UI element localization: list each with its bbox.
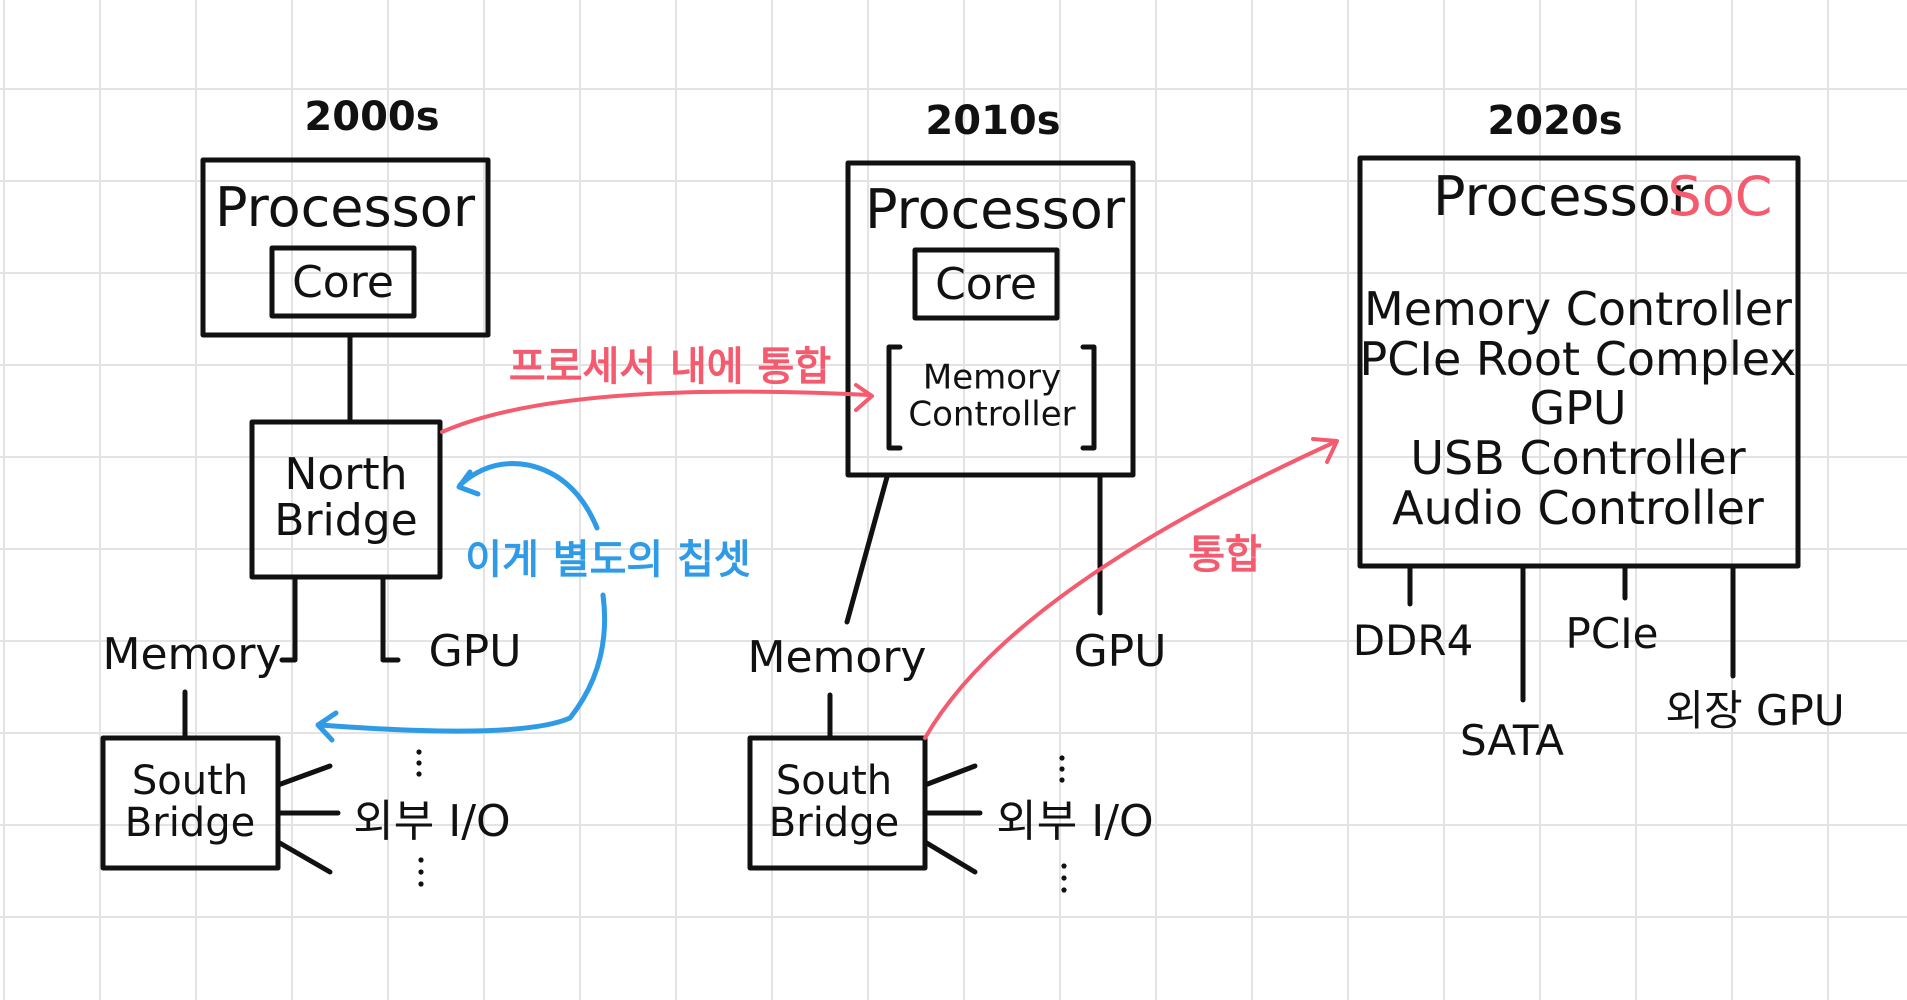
io-dots-2000s-bottom	[418, 857, 424, 863]
arrow-chipset-to-northbridge	[457, 461, 600, 531]
soc-label: SoC	[1667, 165, 1773, 228]
io-label-2000s: 외부 I/O	[353, 796, 511, 847]
year-2020s: 2020s	[1487, 98, 1623, 144]
memory-controller-label-2010s: Memory Controller	[908, 357, 1076, 435]
arrow-northbridge-to-memory-controller	[440, 389, 872, 434]
io-dots-2010s-top	[1059, 755, 1065, 761]
south-bridge-box-2000s	[100, 735, 281, 871]
io-line-2010s-3	[922, 839, 978, 875]
link-northbridge-gpu	[380, 574, 401, 663]
soc-box-2020s	[1357, 155, 1801, 569]
processor-box-2010s	[845, 160, 1136, 478]
memory-label-2010s: Memory	[747, 632, 927, 683]
pcie-label: PCIe	[1565, 609, 1659, 658]
link-processor-memory-2010s	[844, 474, 890, 625]
arrow-southbridge-to-soc	[923, 440, 1337, 740]
south-bridge-label-2000s: South Bridge	[124, 758, 256, 846]
arrowhead-soc	[1311, 437, 1339, 464]
link-northbridge-memory	[279, 574, 298, 663]
core-label-2010s: Core	[935, 259, 1037, 310]
ddr4-label: DDR4	[1352, 616, 1474, 665]
memory-label-2000s: Memory	[102, 629, 282, 680]
south-bridge-label-2010s: South Bridge	[768, 758, 900, 846]
north-bridge-box	[249, 419, 443, 580]
io-label-2010s: 외부 I/O	[996, 796, 1154, 847]
processor-label-2000s: Processor	[214, 176, 476, 239]
core-label-2000s: Core	[292, 257, 394, 308]
south-bridge-box-2010s	[747, 735, 928, 871]
external-gpu-label: 외장 GPU	[1665, 686, 1845, 735]
year-2010s: 2010s	[925, 98, 1061, 144]
processor-label-2010s: Processor	[864, 178, 1126, 241]
core-box-2010s	[912, 247, 1060, 321]
sata-label: SATA	[1459, 716, 1565, 765]
annotation-integrated-into-processor: 프로세서 내에 통합	[508, 344, 832, 390]
arrowhead-northbridge	[456, 469, 481, 497]
annotation-separate-chipset: 이게 별도의 칩셋	[465, 537, 751, 583]
io-line-2000s-3	[275, 839, 333, 875]
io-dots-2010s-bottom	[1061, 863, 1067, 869]
io-dots-2000s-top	[416, 749, 422, 755]
arrow-chipset-to-southbridge	[317, 592, 608, 734]
gpu-label-2000s: GPU	[428, 626, 522, 677]
core-box-2000s	[269, 245, 417, 319]
gpu-label-2010s: GPU	[1073, 626, 1167, 677]
io-line-2000s-1	[275, 763, 333, 788]
annotation-integrated: 통합	[1188, 532, 1262, 578]
year-2000s: 2000s	[304, 94, 440, 140]
processor-label-2020s: Processor	[1432, 165, 1694, 228]
arrowhead-memory-controller	[854, 383, 874, 412]
mc-bracket-left	[886, 344, 903, 451]
north-bridge-label: North Bridge	[274, 448, 418, 546]
soc-components-list: Memory Controller PCIe Root Complex GPU …	[1359, 281, 1797, 535]
io-line-2010s-1	[922, 763, 978, 788]
processor-box-2000s	[200, 157, 491, 338]
arrowhead-southbridge	[315, 710, 339, 743]
mc-bracket-right	[1080, 344, 1097, 451]
